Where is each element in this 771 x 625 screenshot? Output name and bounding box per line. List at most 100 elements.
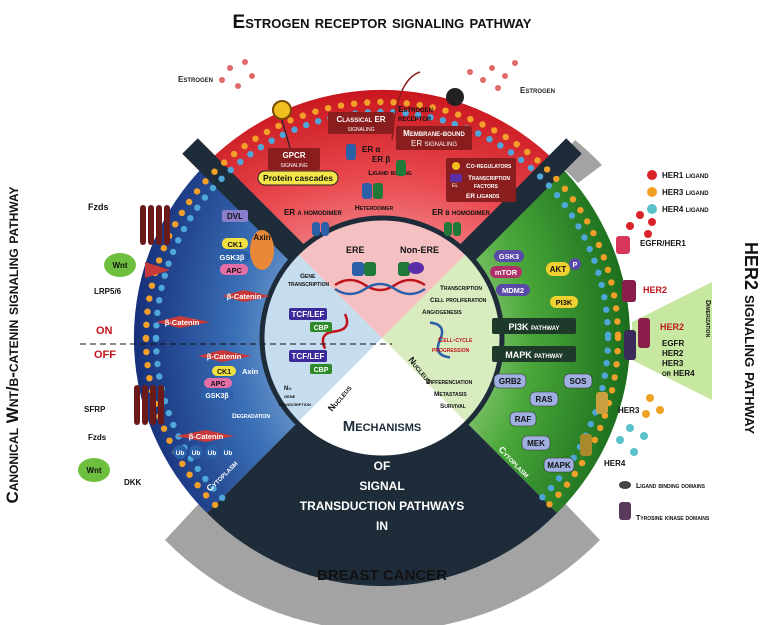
gpcr-arrow: [281, 119, 291, 149]
membrane-bead: [569, 196, 577, 203]
cell-cycle-l2: progression: [432, 345, 470, 354]
membrane-bead: [604, 319, 611, 326]
membrane-bead: [220, 159, 228, 166]
membrane-bead: [416, 101, 423, 109]
gpcr-receptor: [272, 100, 292, 120]
membrane-bead: [524, 148, 531, 156]
membrane-bead: [257, 144, 265, 151]
destruction-complex-off: [200, 366, 236, 400]
membrane-er-l2: ER signaling: [411, 139, 457, 148]
er-alpha-homodimer: ER α homodimer: [284, 208, 343, 217]
membrane-bead: [202, 492, 210, 499]
cbp-off-box: [310, 364, 332, 374]
membrane-bead: [170, 421, 177, 429]
beta-catenin-off-2-label: β-Catenin: [189, 432, 224, 441]
gene-transcription-l1: Gene: [300, 273, 316, 280]
membrane-bead: [186, 471, 193, 478]
membrane-bead: [591, 436, 598, 444]
membrane-bead: [153, 348, 160, 355]
membrane-bead: [553, 175, 560, 183]
membrane-bead: [611, 374, 618, 381]
wnt-top: Wnt: [112, 261, 127, 270]
membrane-bead: [252, 135, 259, 142]
ub-3: Ub: [208, 450, 217, 457]
her2-nodes: [490, 250, 578, 308]
membrane-bead: [154, 360, 161, 368]
center-dark-sector: [207, 338, 557, 587]
membrane-bead: [507, 149, 515, 156]
membrane-bead: [497, 142, 504, 149]
membrane-bead: [604, 334, 612, 342]
lrp-label: LRP5/6: [94, 287, 122, 296]
membrane-bead: [614, 318, 621, 325]
membrane-bead: [595, 241, 603, 249]
fzds-bottom: Fzds: [88, 433, 107, 442]
membrane-bead: [337, 102, 345, 109]
survival-label: Survival: [440, 403, 466, 410]
membrane-bead: [324, 105, 332, 112]
beta-catenin-off-2: [176, 430, 234, 442]
tcf-lef-off: TCF/LEF: [292, 352, 325, 361]
membrane-bead: [172, 221, 179, 228]
membrane-bead: [154, 309, 161, 316]
mapk-node: MAPK: [547, 461, 571, 470]
her4-label: HER4: [604, 459, 626, 468]
er-monomers: [346, 144, 406, 199]
membrane-bead: [160, 244, 167, 252]
mdm2-node: MDM2: [502, 286, 524, 295]
membrane-bead: [218, 175, 225, 182]
membrane-bead: [467, 116, 474, 123]
membrane-bead: [194, 465, 201, 473]
on-label: ON: [96, 325, 113, 337]
no-gene-tx-l2: gene: [284, 394, 296, 400]
membrane-bead: [553, 192, 561, 199]
no-gene-tx-l3: transcription: [278, 402, 311, 408]
mek-node: MEK: [527, 439, 545, 448]
membrane-bead: [155, 257, 163, 264]
membrane-bead: [390, 99, 397, 106]
membrane-bead: [142, 335, 150, 342]
membrane-bead: [186, 198, 193, 206]
membrane-bead: [279, 131, 287, 139]
membrane-bead: [175, 237, 182, 244]
membrane-bead: [287, 117, 294, 124]
sos-node: SOS: [570, 377, 588, 386]
axin-off: Axin: [242, 367, 259, 376]
membrane-bead: [166, 437, 173, 444]
membrane-er-receptor: [446, 88, 464, 106]
membrane-bead: [595, 269, 602, 276]
nucleus-ring: [259, 215, 505, 461]
membrane-bead: [219, 494, 226, 501]
membrane-bead: [414, 111, 422, 119]
membrane-bead: [403, 100, 410, 107]
her1-ligands: [626, 211, 656, 238]
beta-catenin-on-1: [222, 290, 270, 302]
protein-cascades: Protein cascades: [263, 173, 333, 183]
wnt-ligand-top: [104, 253, 136, 277]
pi3k-node: PI3K: [556, 298, 573, 307]
membrane-bead: [591, 257, 598, 264]
er-beta-homodimer: ER β homodimer: [432, 208, 491, 217]
lrp-receptor: [145, 262, 170, 278]
legend-her3: HER3 ligand: [662, 188, 709, 197]
membrane-bead: [603, 306, 610, 313]
homodimer-icons: [312, 222, 461, 236]
membrane-bead: [539, 494, 546, 501]
metastasis-label: Metastasis: [434, 391, 467, 398]
membrane-bead: [563, 481, 571, 488]
co-regulators: Co-regulators: [466, 163, 512, 170]
membrane-bead: [143, 348, 150, 356]
membrane-bead: [144, 361, 151, 369]
membrane-bead: [581, 234, 588, 241]
membrane-bead: [263, 128, 271, 136]
membrane-bead: [268, 137, 275, 144]
membrane-bead: [517, 156, 525, 164]
membrane-bead: [536, 173, 544, 180]
legend-tk-domains: Tyrosine kinase domains: [636, 515, 710, 522]
membrane-bead: [193, 188, 201, 195]
cbp-on: CBP: [314, 325, 329, 332]
membrane-bead: [586, 245, 593, 253]
gsk3-node: GSK3: [499, 252, 519, 261]
membrane-bead: [161, 272, 168, 279]
dvl-box: [222, 210, 248, 222]
